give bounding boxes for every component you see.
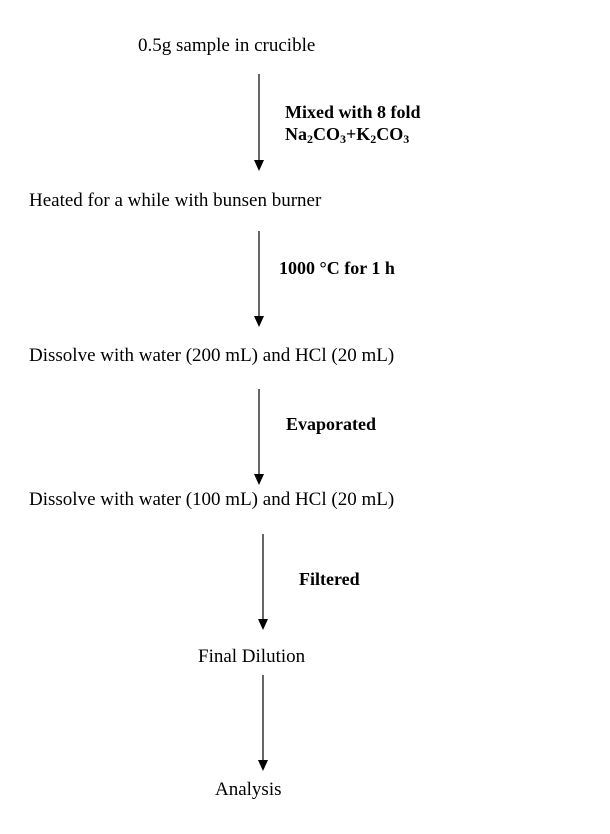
arrow-1 — [254, 74, 264, 171]
arrow-5 — [258, 675, 268, 771]
formula-part: Na — [285, 124, 307, 144]
step-dissolve-200: Dissolve with water (200 mL) and HCl (20… — [29, 345, 395, 366]
note-filtered: Filtered — [299, 569, 360, 589]
arrow-3 — [254, 389, 264, 485]
formula-part: CO — [313, 124, 340, 144]
note-mixed-formula: Na2CO3+K2CO3 — [285, 123, 421, 145]
note-mixed-line1: Mixed with 8 fold — [285, 102, 421, 122]
step-analysis: Analysis — [215, 779, 282, 800]
formula-subscript: 3 — [403, 132, 410, 146]
note-evaporated: Evaporated — [286, 414, 376, 434]
step-final-dilution: Final Dilution — [198, 646, 306, 667]
note-temperature: 1000 °C for 1 h — [279, 258, 395, 278]
formula-subscript: 2 — [370, 132, 377, 146]
formula-part: CO — [376, 124, 404, 144]
step-dissolve-100: Dissolve with water (100 mL) and HCl (20… — [29, 489, 395, 510]
formula-part: +K — [346, 124, 371, 144]
note-mixed: Mixed with 8 fold Na2CO3+K2CO3 — [285, 101, 421, 145]
formula-subscript: 3 — [340, 132, 346, 146]
step-heated: Heated for a while with bunsen burner — [29, 190, 322, 211]
arrow-4 — [258, 534, 268, 630]
arrow-2 — [254, 231, 264, 327]
formula-subscript: 2 — [307, 132, 313, 146]
step-sample: 0.5g sample in crucible — [138, 35, 316, 56]
